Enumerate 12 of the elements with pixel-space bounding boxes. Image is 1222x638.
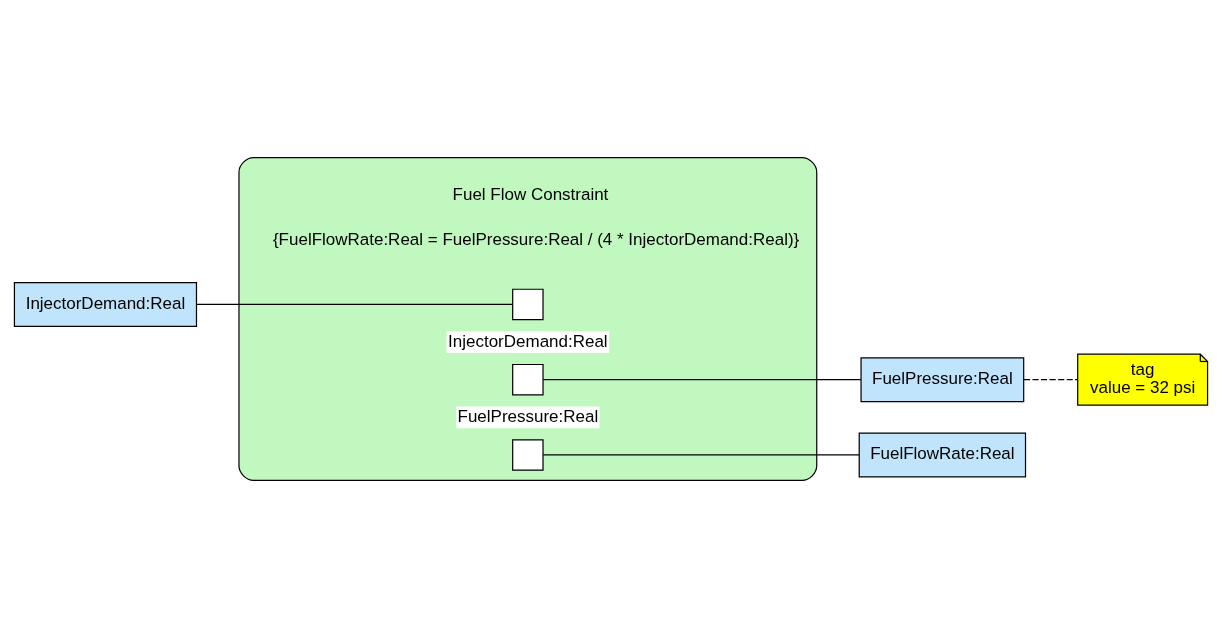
node-box: FuelFlowRate:Real [858,432,1027,478]
connector [542,454,860,456]
node-label: InjectorDemand:Real [448,331,608,351]
connector [542,379,862,381]
node-box [512,439,544,471]
node-box: InjectorDemand:Real [13,282,198,327]
node-label: FuelPressure:Real [457,406,599,426]
node-box [512,363,544,396]
node-box: FuelPressure:Real [860,357,1025,403]
connector [196,303,514,306]
connector [1023,379,1078,381]
node-box [512,288,544,321]
